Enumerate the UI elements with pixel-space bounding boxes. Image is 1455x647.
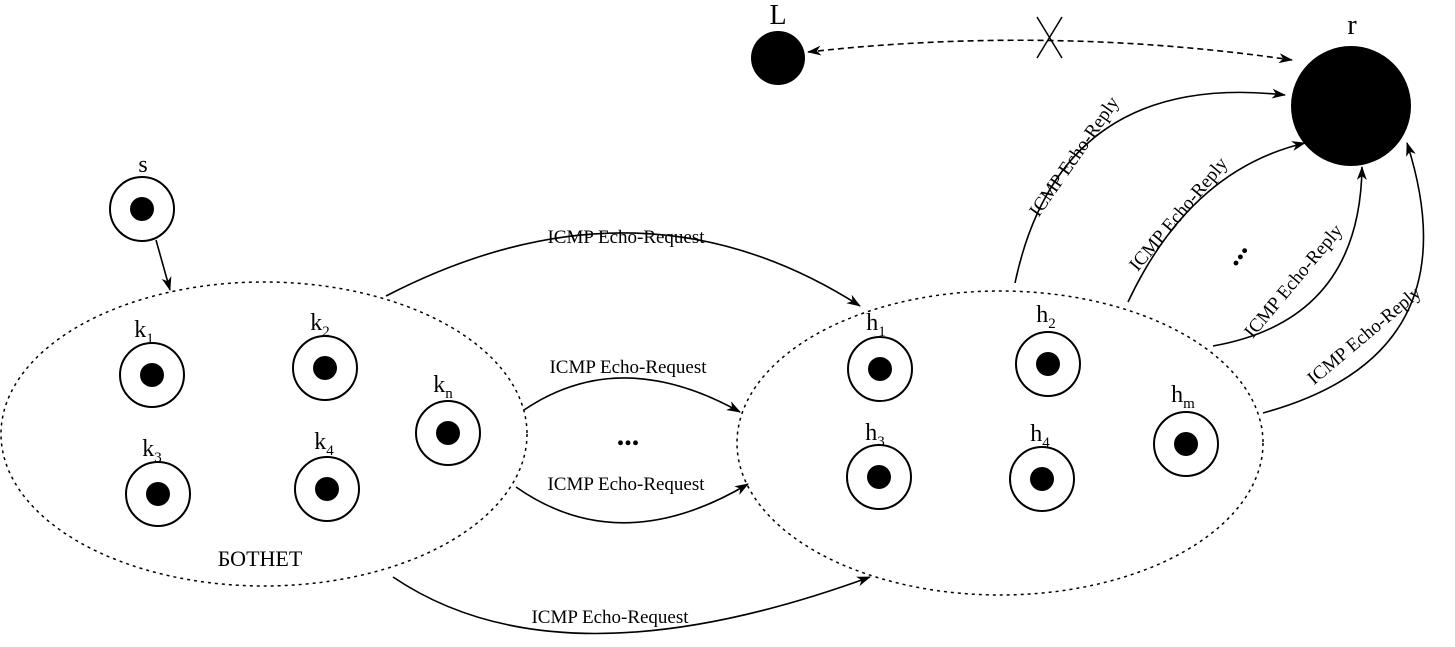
edge-request-3: [515, 483, 749, 524]
node-L-label: L: [769, 0, 786, 31]
edge-reply-2-label: ICMP Echo-Reply: [1125, 153, 1232, 275]
node-k2: [292, 335, 358, 401]
node-kn-label: kn: [433, 372, 453, 402]
edge-reply-2: [1127, 141, 1306, 303]
node-s: [109, 176, 175, 242]
edge-request-2-label: ICMP Echo-Request: [549, 357, 707, 378]
node-hm: [1153, 411, 1219, 477]
node-r: [1291, 46, 1411, 166]
node-kn: [415, 400, 481, 466]
edge-L-r-dashed: [807, 39, 1293, 64]
node-h3: [846, 444, 912, 510]
node-k1: [119, 342, 185, 408]
node-k1-label: k1: [134, 317, 154, 347]
node-hm-label: hm: [1171, 382, 1195, 412]
node-s-label: s: [138, 152, 147, 178]
edge-request-3-label: ICMP Echo-Request: [547, 474, 705, 495]
edge-reply-4: [1262, 142, 1425, 414]
edge-request-2: [523, 377, 741, 413]
botnet-ellipse: [0, 281, 528, 587]
edge-reply-3-label: ICMP Echo-Reply: [1240, 220, 1347, 342]
node-h3-label: h3: [865, 420, 885, 450]
node-h4-label: h4: [1030, 421, 1050, 451]
edge-reply-1-label: ICMP Echo-Reply: [1025, 93, 1124, 221]
edge-reply-4-label: ICMP Echo-Reply: [1304, 282, 1426, 389]
edge-request-4: [392, 576, 871, 635]
botnet-ellipsis: ...: [617, 419, 640, 452]
node-k3: [125, 461, 191, 527]
node-r-label: r: [1347, 10, 1357, 41]
edge-request-4-label: ICMP Echo-Request: [531, 607, 689, 628]
node-k4-label: k4: [314, 429, 334, 459]
edge-s-botnet: [155, 239, 172, 291]
edge-request-1: [385, 232, 861, 307]
node-k4: [294, 456, 360, 522]
replies-ellipsis: ...: [1214, 234, 1254, 271]
hosts-ellipse: [736, 290, 1264, 596]
node-k3-label: k3: [142, 436, 162, 466]
edge-reply-1: [1014, 88, 1286, 284]
node-h1: [847, 336, 913, 402]
node-h2: [1015, 331, 1081, 397]
edge-reply-3: [1212, 166, 1367, 347]
node-h1-label: h1: [866, 310, 886, 340]
blocked-cross-icon: [1036, 16, 1063, 59]
node-k2-label: k2: [310, 310, 330, 340]
node-h2-label: h2: [1036, 302, 1056, 332]
node-h4: [1009, 446, 1075, 512]
edge-request-1-label: ICMP Echo-Request: [547, 227, 705, 248]
node-L: [751, 31, 805, 85]
botnet-label: БОТНЕТ: [218, 546, 303, 571]
